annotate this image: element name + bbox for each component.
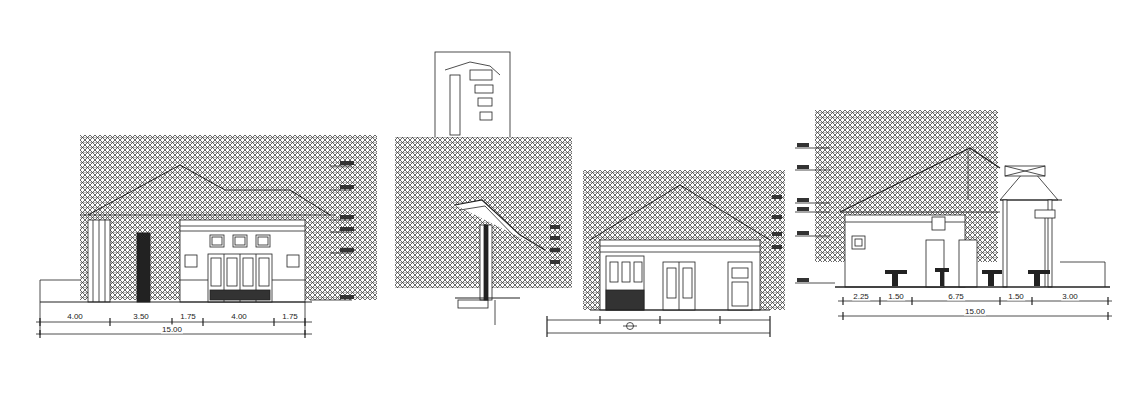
dimension-value: 1.75 xyxy=(281,312,299,321)
overall-dimension: 15.00 xyxy=(964,307,986,316)
dimension-value: 3.00 xyxy=(1061,292,1079,301)
dimension-value: 1.75 xyxy=(179,312,197,321)
dimension-value: 4.00 xyxy=(66,312,84,321)
overall-dimension: 15.00 xyxy=(161,325,183,334)
dimension-value: 3.50 xyxy=(132,312,150,321)
dimension-value: 1.50 xyxy=(887,292,905,301)
dimension-value: 1.50 xyxy=(1007,292,1025,301)
dimension-value: 4.00 xyxy=(230,312,248,321)
dimension-value: 6.75 xyxy=(947,292,965,301)
dimension-value: 2.25 xyxy=(852,292,870,301)
